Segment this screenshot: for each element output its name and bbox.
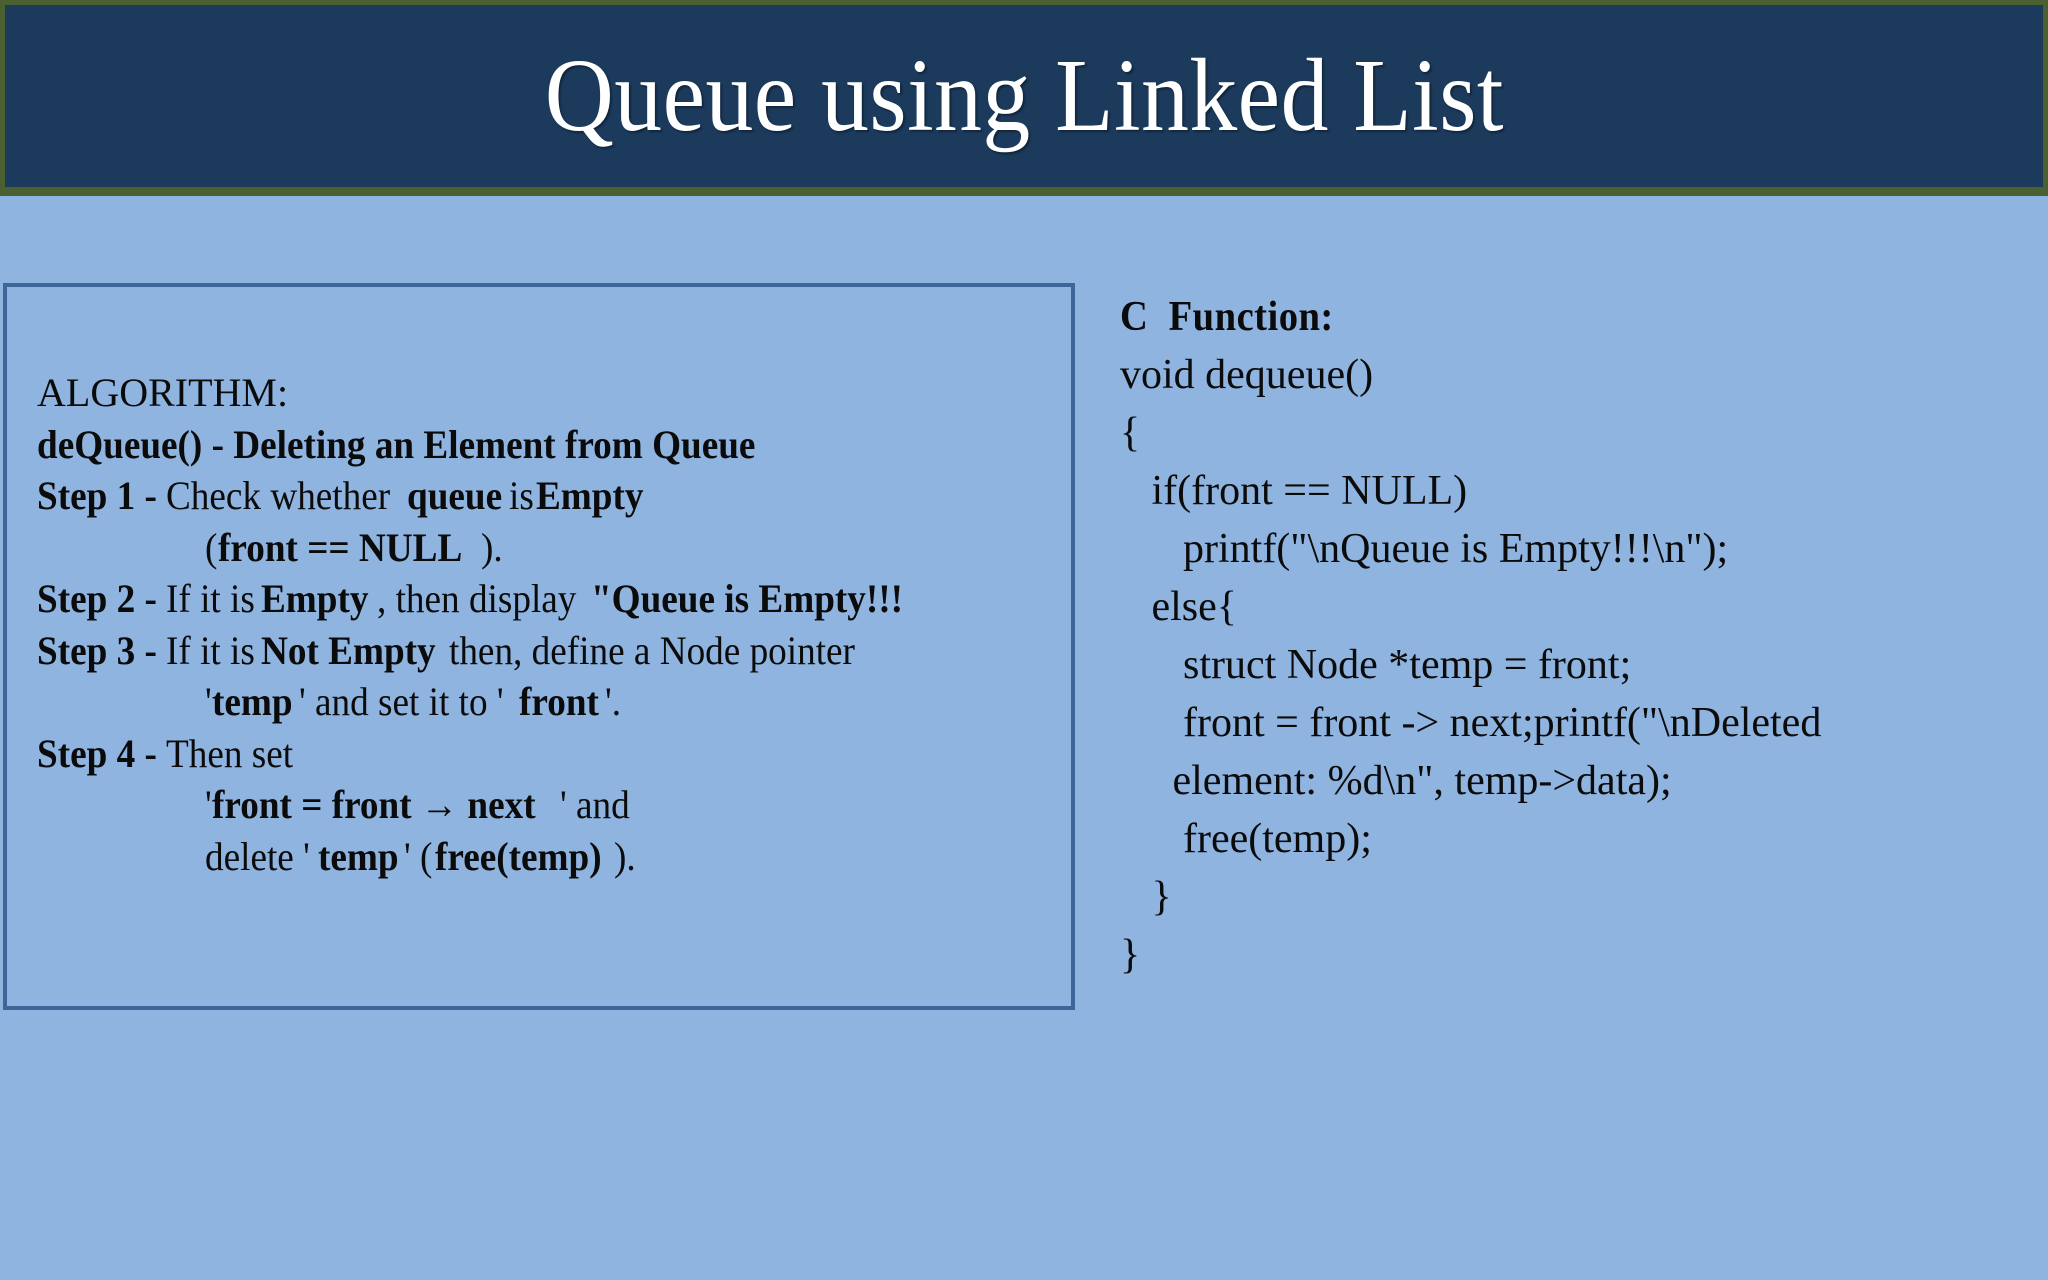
- c-function-panel: C Function: void dequeue() { if(front == …: [1120, 288, 2030, 984]
- algorithm-line-step4-run-1: Then set: [165, 730, 293, 776]
- algorithm-step-list: Step 1 - Check whether queue is Empty(fr…: [37, 470, 1047, 882]
- algorithm-line-step3-cont-run-2: ' and set it to ': [298, 679, 504, 724]
- algorithm-line-step1-cont: (front == NULL).: [37, 522, 1047, 574]
- c-function-code-line: front = front -> next;printf("\nDeleted: [1120, 700, 1822, 746]
- c-function-code-line: {: [1120, 410, 1141, 456]
- algorithm-subheading: deQueue() - Deleting an Element from Que…: [37, 421, 756, 467]
- algorithm-content: ALGORITHM: deQueue() - Deleting an Eleme…: [37, 367, 1047, 882]
- algorithm-line-step2-run-0: Step 2 -: [37, 576, 157, 621]
- algorithm-line-step4-cont1: 'front = front → next ' and: [37, 779, 1047, 831]
- c-function-code-line: struct Node *temp = front;: [1120, 642, 1632, 688]
- algorithm-line-step1: Step 1 - Check whether queue is Empty: [37, 470, 1047, 522]
- algorithm-line-step1-run-1: Check whether: [165, 473, 391, 518]
- algorithm-line-step1-cont-run-1: front == NULL: [218, 524, 463, 570]
- c-function-code-line: element: %d\n", temp->data);: [1120, 758, 1672, 804]
- algorithm-line-step1-cont-run-0: (: [205, 524, 218, 570]
- algorithm-line-step4-cont1-run-1: front = front → next: [212, 782, 536, 827]
- c-function-code-line: }: [1120, 932, 1141, 978]
- algorithm-line-step4-cont1-run-0: ': [205, 782, 212, 827]
- algorithm-line-step4-cont2-run-4: ).: [614, 833, 636, 879]
- algorithm-line-step3-run-0: Step 3 -: [37, 627, 157, 673]
- c-function-code-line: if(front == NULL): [1120, 468, 1468, 514]
- c-function-code-block: void dequeue() { if(front == NULL) printf…: [1120, 346, 2030, 984]
- algorithm-line-step1-run-4: Empty: [535, 473, 644, 518]
- algorithm-line-step3-cont: 'temp' and set it to ' front'.: [37, 676, 1047, 728]
- algorithm-line-step4-cont1-run-2: ' and: [560, 782, 630, 827]
- c-function-heading: C Function:: [1120, 294, 1334, 340]
- algorithm-line-step1-cont-run-2: ).: [480, 524, 503, 570]
- algorithm-line-step3-run-1: If it is: [165, 627, 255, 673]
- algorithm-line-step4-cont2: delete 'temp' (free(temp)).: [37, 831, 1047, 883]
- algorithm-line-step2-run-1: If it is: [165, 576, 255, 621]
- c-function-code-line: else{: [1120, 584, 1237, 630]
- c-function-code-line: void dequeue(): [1120, 352, 1374, 398]
- title-banner: Queue using Linked List: [0, 0, 2048, 196]
- algorithm-line-step4: Step 4 - Then set: [37, 728, 1047, 780]
- algorithm-line-step1-run-2: queue: [406, 473, 502, 518]
- algorithm-line-step2-run-2: Empty: [261, 576, 369, 621]
- algorithm-line-step3-cont-run-1: temp: [212, 679, 293, 724]
- c-function-code-line: }: [1120, 874, 1172, 920]
- algorithm-line-step4-cont2-run-1: temp: [317, 833, 399, 879]
- algorithm-line-step4-cont2-run-3: free(temp): [434, 833, 602, 879]
- algorithm-line-step4-cont2-run-2: ' (: [404, 833, 433, 879]
- algorithm-line-step3-cont-run-3: front: [518, 679, 599, 724]
- algorithm-heading: ALGORITHM:: [37, 370, 289, 415]
- algorithm-line-step2-run-3: , then display: [377, 576, 577, 621]
- algorithm-line-step2-run-4: "Queue is Empty!!!: [591, 576, 904, 621]
- algorithm-line-step3-run-2: Not Empty: [261, 627, 437, 673]
- algorithm-line-step3: Step 3 - If it is Not Empty then, define…: [37, 625, 1047, 677]
- algorithm-line-step3-run-3: then, define a Node pointer: [449, 627, 856, 673]
- algorithm-line-step1-run-3: is: [509, 473, 534, 518]
- algorithm-line-step4-run-0: Step 4 -: [37, 730, 157, 776]
- page-title: Queue using Linked List: [544, 38, 1504, 153]
- algorithm-line-step3-cont-run-0: ': [205, 679, 212, 724]
- algorithm-line-step1-run-0: Step 1 -: [37, 473, 157, 518]
- algorithm-box: ALGORITHM: deQueue() - Deleting an Eleme…: [3, 283, 1075, 1010]
- algorithm-line-step2: Step 2 - If it is Empty, then display "Q…: [37, 573, 1047, 625]
- algorithm-line-step4-cont2-run-0: delete ': [205, 833, 310, 879]
- algorithm-line-step3-cont-run-4: '.: [604, 679, 621, 724]
- c-function-code-line: printf("\nQueue is Empty!!!\n");: [1120, 526, 1729, 572]
- c-function-code-line: free(temp);: [1120, 816, 1372, 862]
